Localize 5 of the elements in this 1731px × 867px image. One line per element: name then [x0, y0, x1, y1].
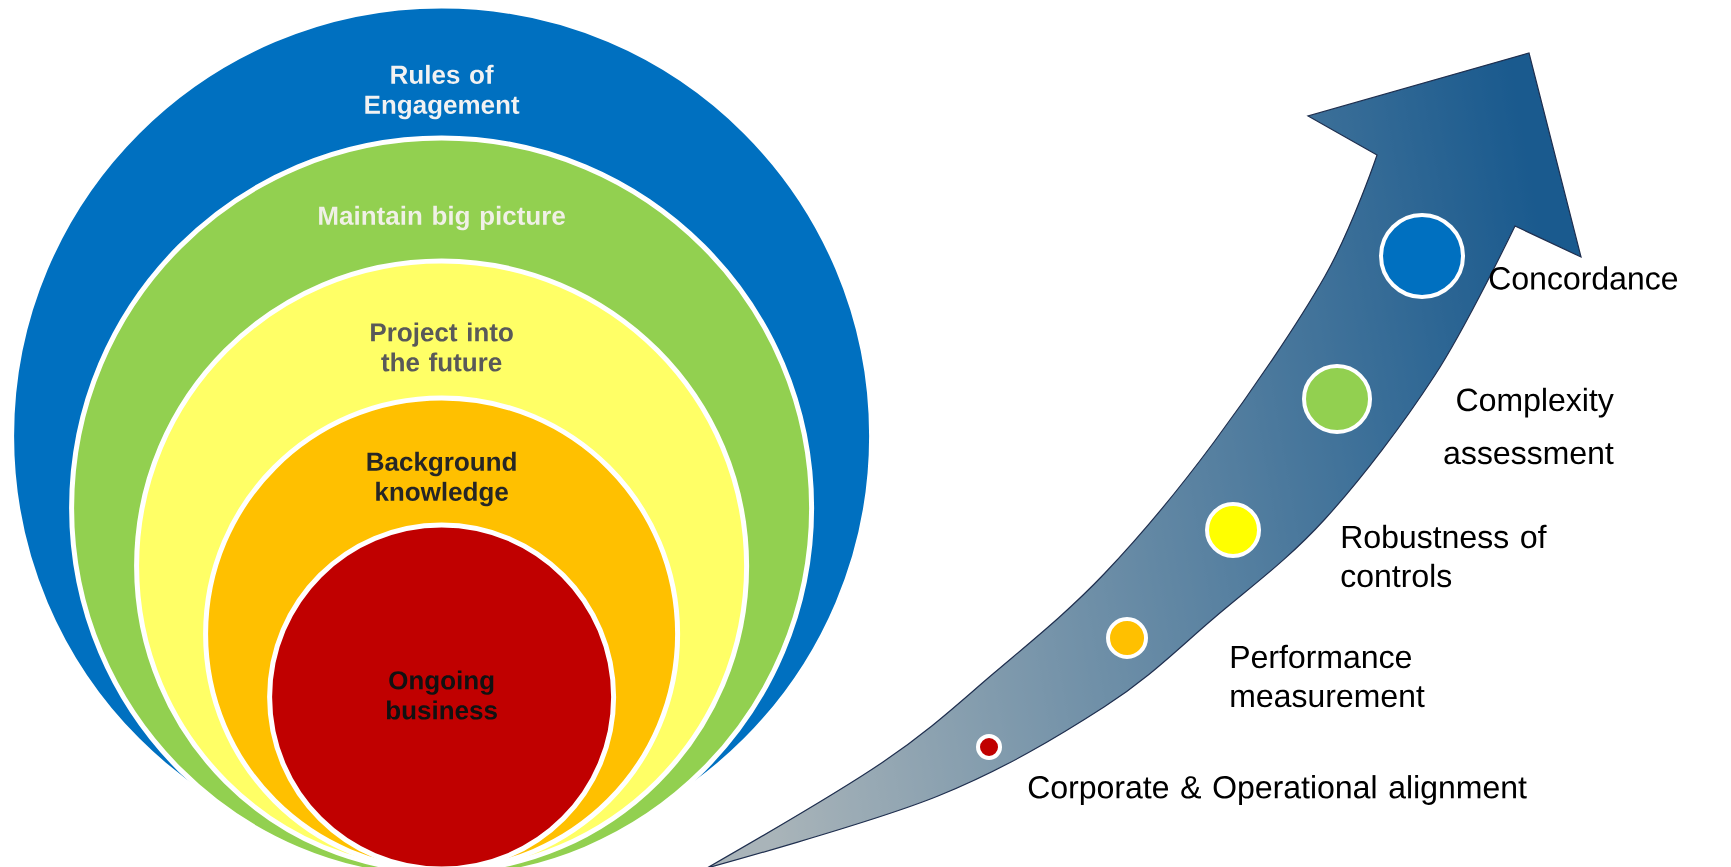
- step-label: Complexity assessment: [1444, 387, 1614, 465]
- step-label: Concordance: [1489, 266, 1678, 290]
- step-label: Corporate & Operational alignment: [1028, 775, 1527, 805]
- step-label: Performance measurement: [1231, 644, 1425, 708]
- step-label: Robustness of controls: [1341, 524, 1547, 588]
